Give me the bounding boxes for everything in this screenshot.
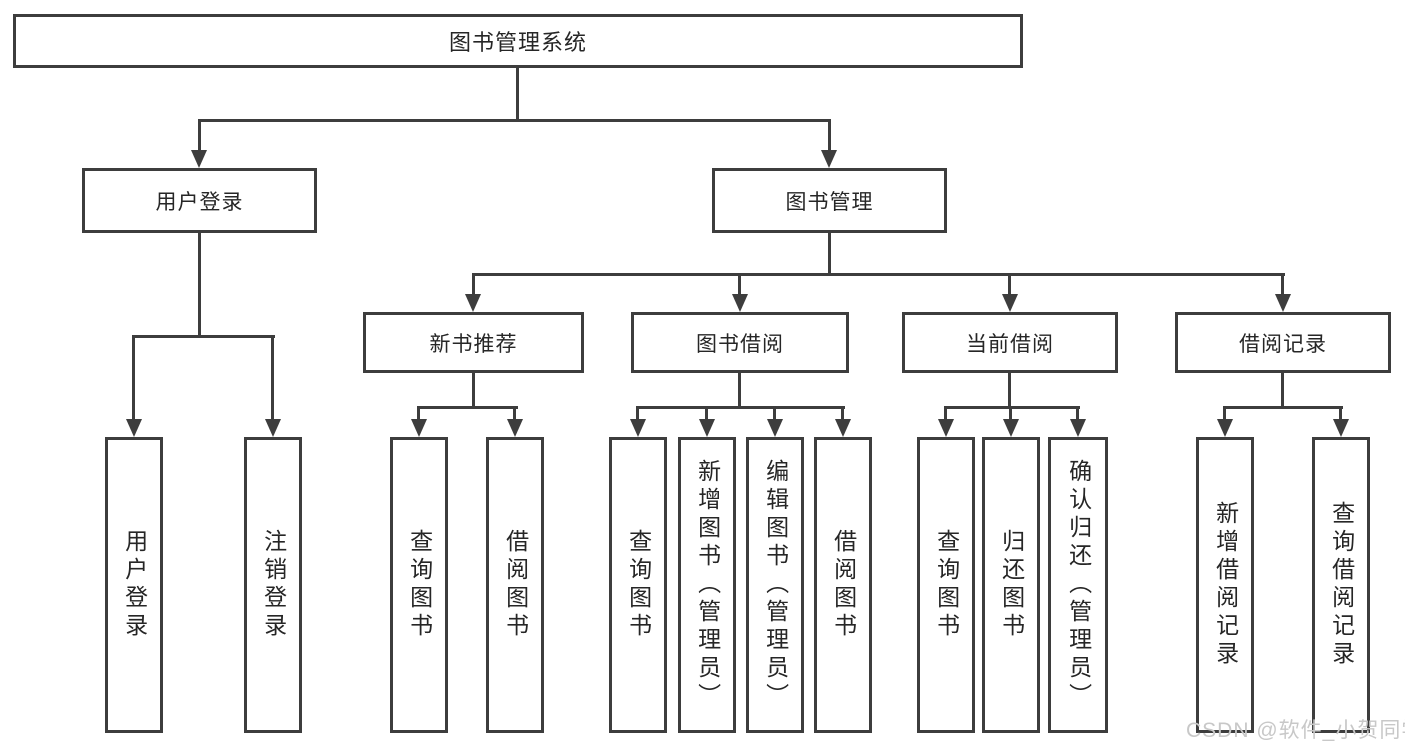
arrow-down-icon	[767, 419, 783, 437]
connector-record-leaf2-arm	[1339, 406, 1342, 422]
arrow-down-icon	[835, 419, 851, 437]
arrow-down-icon	[411, 419, 427, 437]
node-root: 图书管理系统	[13, 14, 1023, 68]
leaf-edit-book-admin: 编辑图书（管理员）	[746, 437, 804, 733]
arrow-down-icon	[1275, 294, 1291, 312]
connector-bookmgmt-vline	[828, 233, 831, 276]
connector-user-arm	[198, 119, 201, 153]
leaf-logout: 注销登录	[244, 437, 302, 733]
node-user-login: 用户登录	[82, 168, 317, 233]
connector-record-hline	[1223, 406, 1343, 409]
node-book-management: 图书管理	[712, 168, 947, 233]
arrow-down-icon	[191, 150, 207, 168]
connector-recommend-arm	[472, 273, 475, 297]
node-borrow-records: 借阅记录	[1175, 312, 1391, 373]
connector-current-arm	[1008, 273, 1011, 297]
leaf-borrow-book-recommend: 借阅图书	[486, 437, 544, 733]
connector-recommend-leaf1-arm	[417, 406, 420, 422]
node-current-borrow: 当前借阅	[902, 312, 1118, 373]
connector-record-arm	[1281, 273, 1284, 297]
leaf-add-book-admin: 新增图书（管理员）	[678, 437, 736, 733]
arrow-down-icon	[699, 419, 715, 437]
connector-current-leaf1-arm	[944, 406, 947, 422]
connector-record-vline	[1281, 373, 1284, 409]
connector-user-vline	[198, 233, 201, 338]
connector-borrow-arm	[738, 273, 741, 297]
connector-borrow-leaf2-arm	[705, 406, 708, 422]
leaf-user-login: 用户登录	[105, 437, 163, 733]
connector-current-leaf2-arm	[1009, 406, 1012, 422]
arrow-down-icon	[126, 419, 142, 437]
connector-user-leaf1-arm	[132, 335, 135, 421]
arrow-down-icon	[1003, 419, 1019, 437]
leaf-query-book-borrow: 查询图书	[609, 437, 667, 733]
arrow-down-icon	[1217, 419, 1233, 437]
connector-current-leaf3-arm	[1076, 406, 1079, 422]
connector-root-vline	[516, 68, 519, 122]
connector-recommend-hline	[417, 406, 518, 409]
connector-record-leaf1-arm	[1223, 406, 1226, 422]
arrow-down-icon	[265, 419, 281, 437]
connector-user-leaf2-arm	[271, 335, 274, 421]
arrow-down-icon	[1333, 419, 1349, 437]
connector-current-hline	[944, 406, 1080, 409]
arrow-down-icon	[507, 419, 523, 437]
connector-borrow-leaf3-arm	[773, 406, 776, 422]
leaf-borrow-book: 借阅图书	[814, 437, 872, 733]
connector-root-hline	[198, 119, 831, 122]
connector-current-vline	[1008, 373, 1011, 409]
watermark: CSDN @软件_小贺同学	[1186, 719, 1405, 742]
connector-book-arm	[828, 119, 831, 153]
node-new-book-recommend: 新书推荐	[363, 312, 584, 373]
leaf-query-book-current: 查询图书	[917, 437, 975, 733]
arrow-down-icon	[938, 419, 954, 437]
connector-user-hline	[132, 335, 275, 338]
leaf-add-borrow-record: 新增借阅记录	[1196, 437, 1254, 733]
leaf-query-book-recommend: 查询图书	[390, 437, 448, 733]
connector-recommend-leaf2-arm	[513, 406, 516, 422]
connector-recommend-vline	[472, 373, 475, 409]
arrow-down-icon	[732, 294, 748, 312]
connector-borrow-leaf1-arm	[636, 406, 639, 422]
connector-borrow-leaf4-arm	[841, 406, 844, 422]
leaf-return-book: 归还图书	[982, 437, 1040, 733]
arrow-down-icon	[821, 150, 837, 168]
connector-bookmgmt-hline	[472, 273, 1285, 276]
leaf-query-borrow-record: 查询借阅记录	[1312, 437, 1370, 733]
connector-borrow-vline	[738, 373, 741, 409]
arrow-down-icon	[465, 294, 481, 312]
node-book-borrow: 图书借阅	[631, 312, 849, 373]
arrow-down-icon	[1070, 419, 1086, 437]
leaf-confirm-return-admin: 确认归还（管理员）	[1048, 437, 1108, 733]
arrow-down-icon	[630, 419, 646, 437]
arrow-down-icon	[1002, 294, 1018, 312]
connector-borrow-hline	[636, 406, 845, 409]
